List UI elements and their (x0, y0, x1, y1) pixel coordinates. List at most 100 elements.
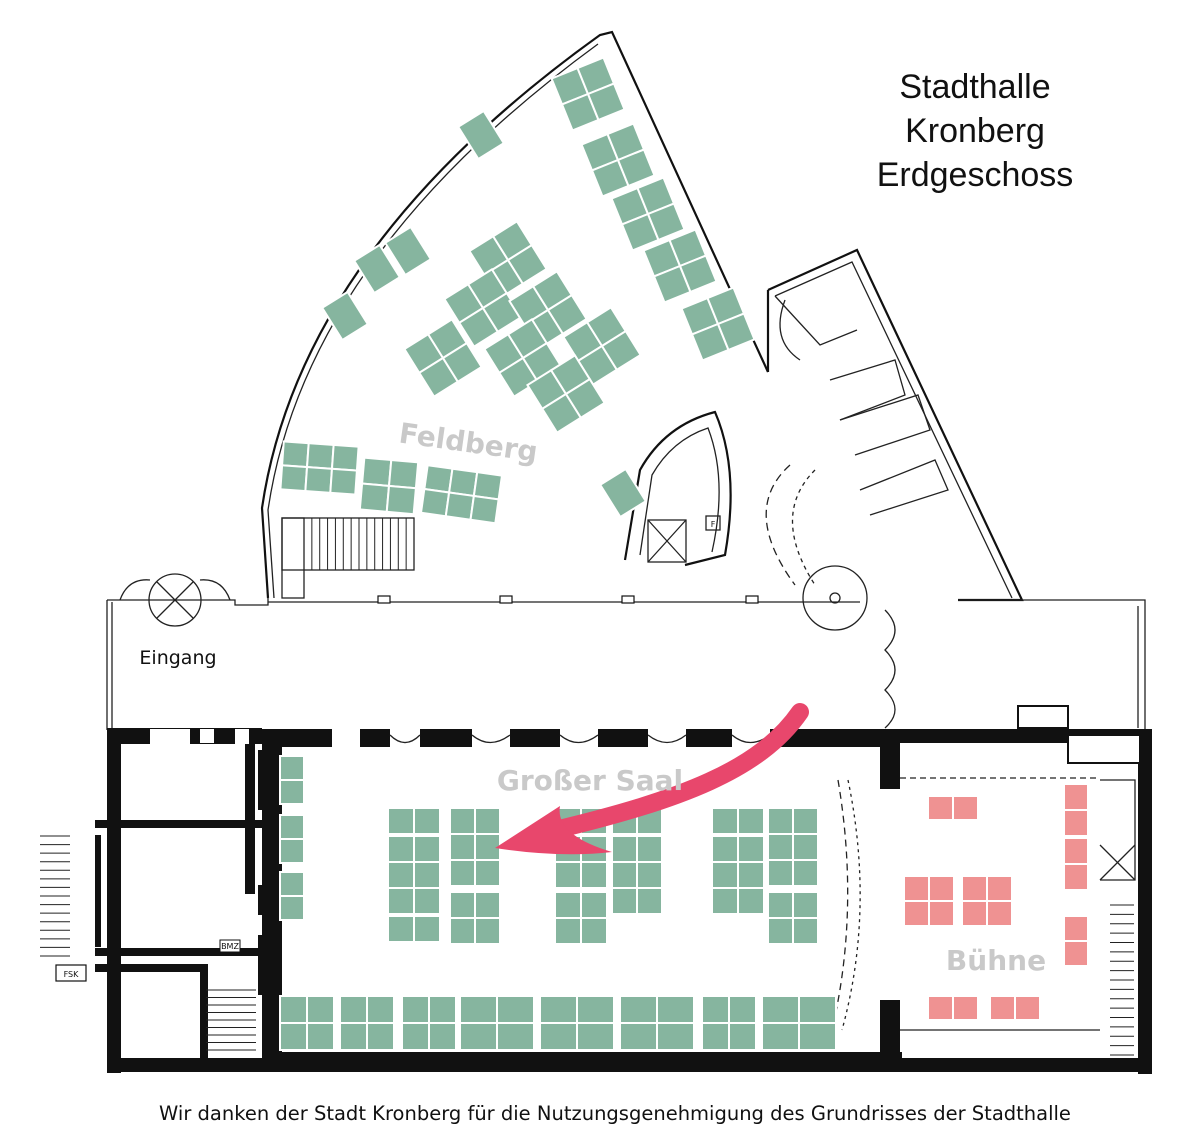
table-91 (767, 891, 794, 919)
table-72 (611, 861, 638, 889)
table-14 (366, 1022, 395, 1051)
table-108 (1014, 995, 1041, 1021)
table-23 (539, 995, 578, 1024)
table-92 (767, 917, 794, 945)
table-50 (449, 833, 476, 861)
f-mark: F (711, 520, 716, 529)
table-89 (767, 859, 794, 887)
table-114 (1063, 940, 1089, 967)
table-68 (580, 917, 608, 945)
room-label-eingang: Eingang (139, 647, 216, 669)
table-183 (716, 312, 756, 352)
table-64 (580, 861, 608, 889)
title-line-2: Kronberg (905, 112, 1045, 150)
table-12 (339, 1022, 368, 1051)
table-103 (986, 875, 1013, 902)
table-67 (580, 891, 608, 919)
table-94 (792, 917, 819, 945)
table-128 (444, 491, 475, 521)
table-167 (586, 82, 626, 122)
table-161 (352, 243, 402, 295)
table-15 (401, 995, 430, 1024)
table-175 (646, 202, 686, 242)
table-4 (279, 838, 305, 864)
table-171 (616, 148, 656, 188)
table-8 (279, 1022, 308, 1051)
table-120 (329, 467, 358, 496)
table-158 (564, 377, 606, 420)
table-27 (619, 995, 658, 1024)
table-95 (927, 795, 954, 821)
table-5 (279, 871, 305, 897)
table-41 (387, 835, 415, 863)
table-124 (385, 484, 417, 516)
table-113 (1063, 915, 1089, 942)
table-86 (767, 833, 794, 861)
table-146 (546, 293, 588, 336)
table-118 (304, 466, 334, 494)
table-162 (320, 290, 370, 342)
table-53 (449, 859, 476, 887)
seating-tables (279, 56, 1089, 1051)
table-57 (474, 891, 501, 919)
table-38 (798, 1022, 837, 1051)
table-47 (387, 915, 415, 943)
table-46 (413, 887, 441, 915)
table-7 (279, 995, 308, 1024)
table-76 (636, 887, 663, 915)
table-142 (441, 341, 483, 384)
table-159 (456, 109, 506, 161)
table-28 (619, 1022, 658, 1051)
table-55 (449, 891, 476, 919)
table-54 (474, 859, 501, 887)
table-24 (539, 1022, 578, 1051)
table-32 (701, 1022, 730, 1051)
svg-text:BMZ: BMZ (221, 942, 239, 951)
table-116 (279, 464, 309, 493)
table-117 (305, 442, 335, 470)
table-26 (576, 1022, 615, 1051)
table-127 (447, 467, 479, 498)
table-19 (459, 995, 498, 1024)
table-77 (711, 807, 739, 835)
table-1 (279, 755, 305, 781)
fsk-mark: FSK (55, 964, 87, 982)
table-33 (728, 995, 757, 1024)
table-83 (737, 861, 765, 889)
table-39 (387, 807, 415, 835)
table-52 (474, 833, 501, 861)
bmz-mark: BMZ (219, 939, 241, 953)
table-125 (423, 464, 454, 494)
stairs (40, 518, 1134, 1056)
table-37 (798, 995, 837, 1024)
credit-note: Wir danken der Stadt Kronberg für die Nu… (159, 1102, 1071, 1125)
table-123 (387, 458, 420, 490)
table-101 (961, 875, 988, 902)
table-102 (961, 900, 988, 927)
table-90 (792, 859, 819, 887)
table-98 (903, 900, 930, 927)
table-107 (989, 995, 1016, 1021)
table-17 (428, 995, 457, 1024)
table-110 (1063, 809, 1089, 837)
table-71 (611, 835, 638, 863)
table-84 (737, 887, 765, 915)
table-9 (306, 995, 335, 1024)
table-58 (474, 917, 501, 945)
table-111 (1063, 837, 1089, 865)
table-112 (1063, 863, 1089, 891)
table-97 (903, 875, 930, 902)
table-30 (656, 1022, 695, 1051)
table-82 (737, 835, 765, 863)
table-78 (737, 807, 765, 835)
table-43 (413, 835, 441, 863)
room-label-grosser-saal: Großer Saal (497, 764, 683, 797)
table-21 (496, 995, 535, 1024)
table-154 (600, 329, 642, 372)
svg-text:FSK: FSK (64, 970, 80, 979)
table-115 (281, 440, 310, 469)
table-75 (636, 861, 663, 889)
table-66 (554, 917, 582, 945)
table-93 (792, 891, 819, 919)
